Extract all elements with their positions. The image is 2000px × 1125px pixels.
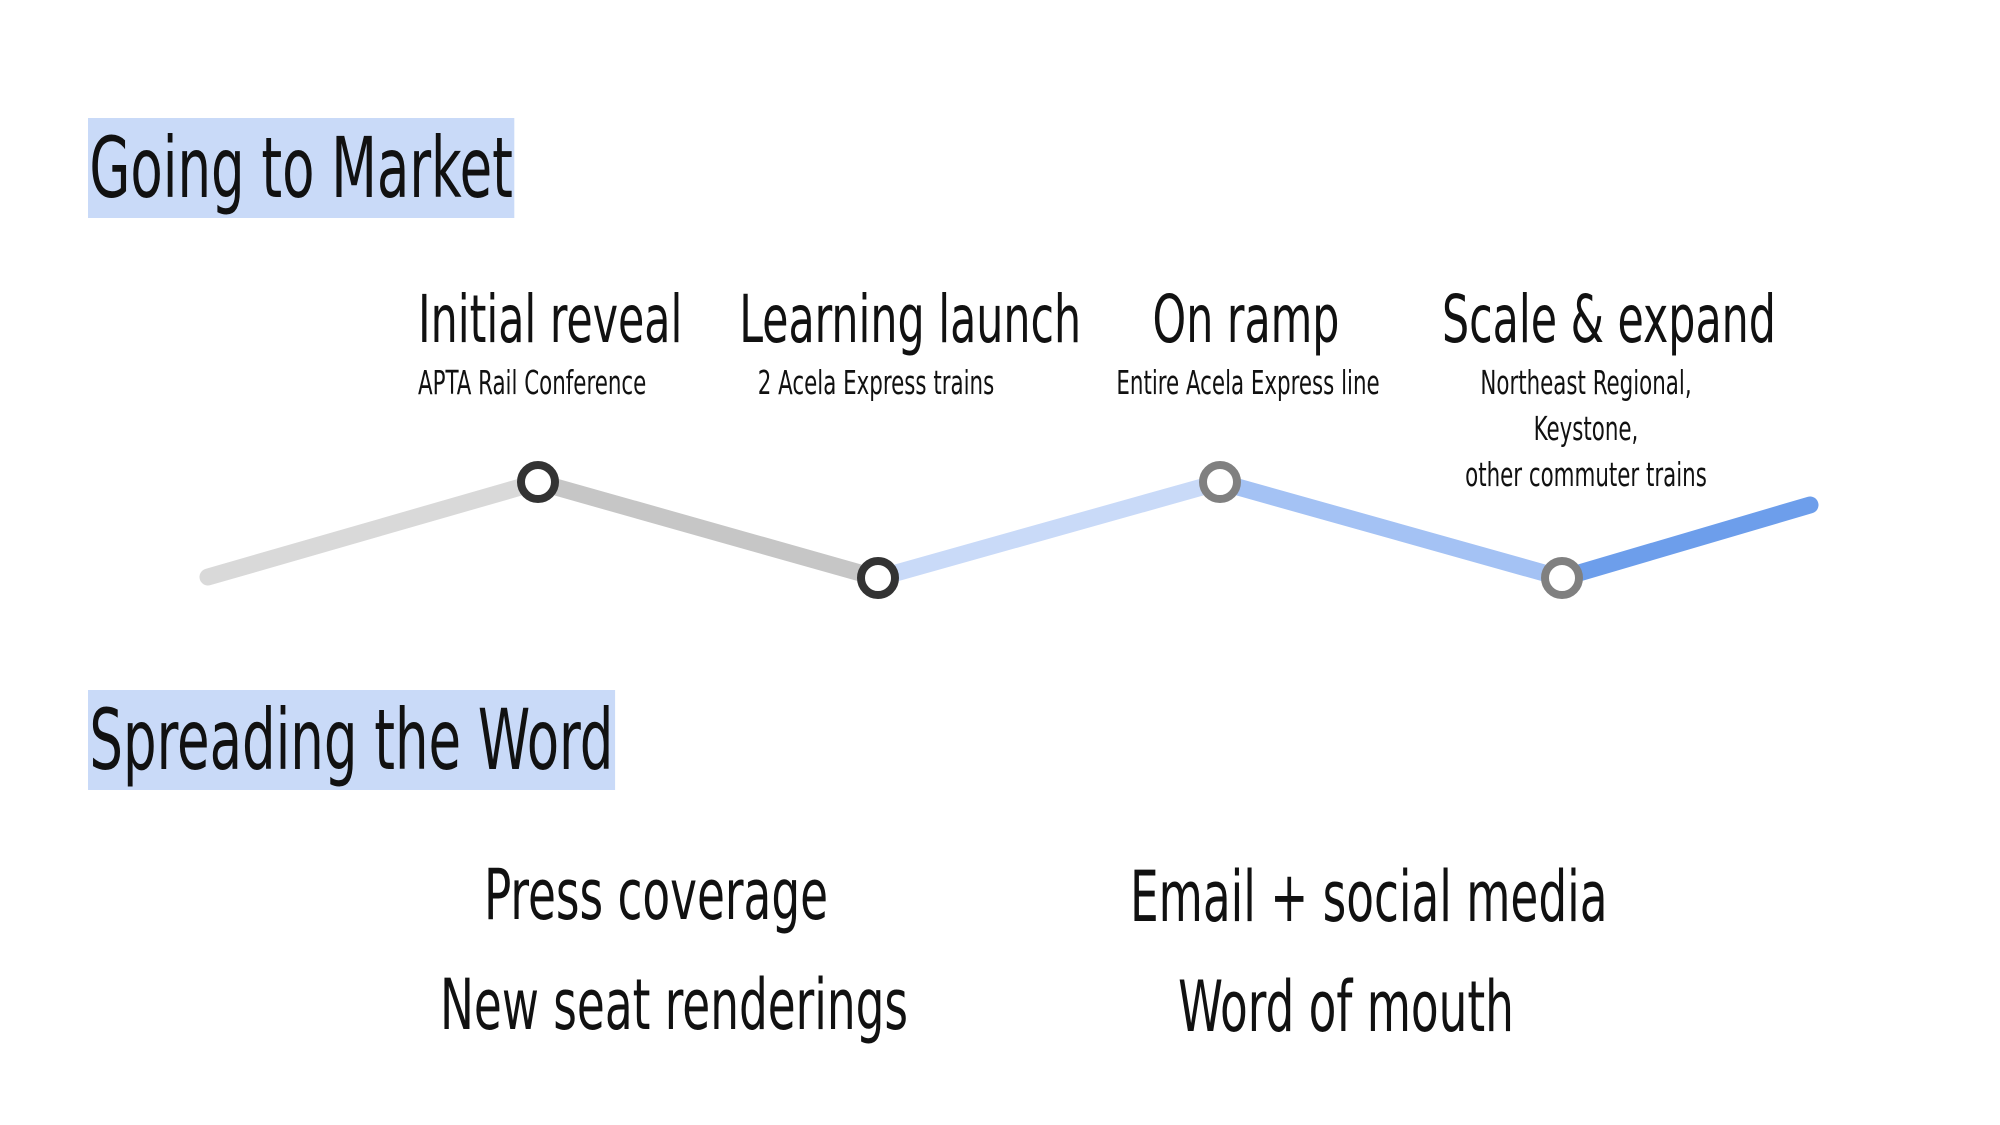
timeline-node-scale-expand bbox=[1541, 557, 1583, 599]
stage-title: Initial reveal bbox=[418, 281, 683, 358]
channel-new-seat-renderings: New seat renderings bbox=[440, 964, 909, 1046]
stage-scale-expand: Scale & expand Northeast Regional, Keyst… bbox=[1386, 280, 1786, 498]
section-title-spreading-the-word: Spreading the Word bbox=[88, 690, 615, 790]
channel-press-coverage: Press coverage bbox=[483, 854, 829, 936]
timeline-node-learning-launch bbox=[857, 557, 899, 599]
channel-email-social-media: Email + social media bbox=[1130, 856, 1608, 938]
stage-subtitle: Northeast Regional, Keystone, other comm… bbox=[1465, 363, 1707, 494]
timeline-node-initial-reveal bbox=[517, 461, 559, 503]
timeline-segment-1 bbox=[199, 473, 547, 586]
timeline-segment-3 bbox=[869, 473, 1229, 587]
stage-initial-reveal: Initial reveal APTA Rail Conference bbox=[376, 280, 683, 406]
timeline-segment-2 bbox=[529, 473, 887, 587]
stage-title: On ramp bbox=[1152, 281, 1340, 358]
stage-subtitle: APTA Rail Conference bbox=[418, 363, 647, 402]
stage-subtitle: 2 Acela Express trains bbox=[757, 363, 995, 402]
stage-title: Learning launch bbox=[739, 281, 1082, 358]
timeline-node-on-ramp bbox=[1199, 461, 1241, 503]
channel-word-of-mouth: Word of mouth bbox=[1178, 966, 1514, 1048]
section-title-going-to-market: Going to Market bbox=[88, 118, 515, 218]
stage-title: Scale & expand bbox=[1442, 281, 1776, 358]
stage-learning-launch: Learning launch 2 Acela Express trains bbox=[686, 280, 1082, 406]
timeline-segment-5 bbox=[1553, 496, 1819, 587]
stage-subtitle: Entire Acela Express line bbox=[1116, 363, 1380, 402]
stage-on-ramp: On ramp Entire Acela Express line bbox=[1066, 280, 1426, 406]
